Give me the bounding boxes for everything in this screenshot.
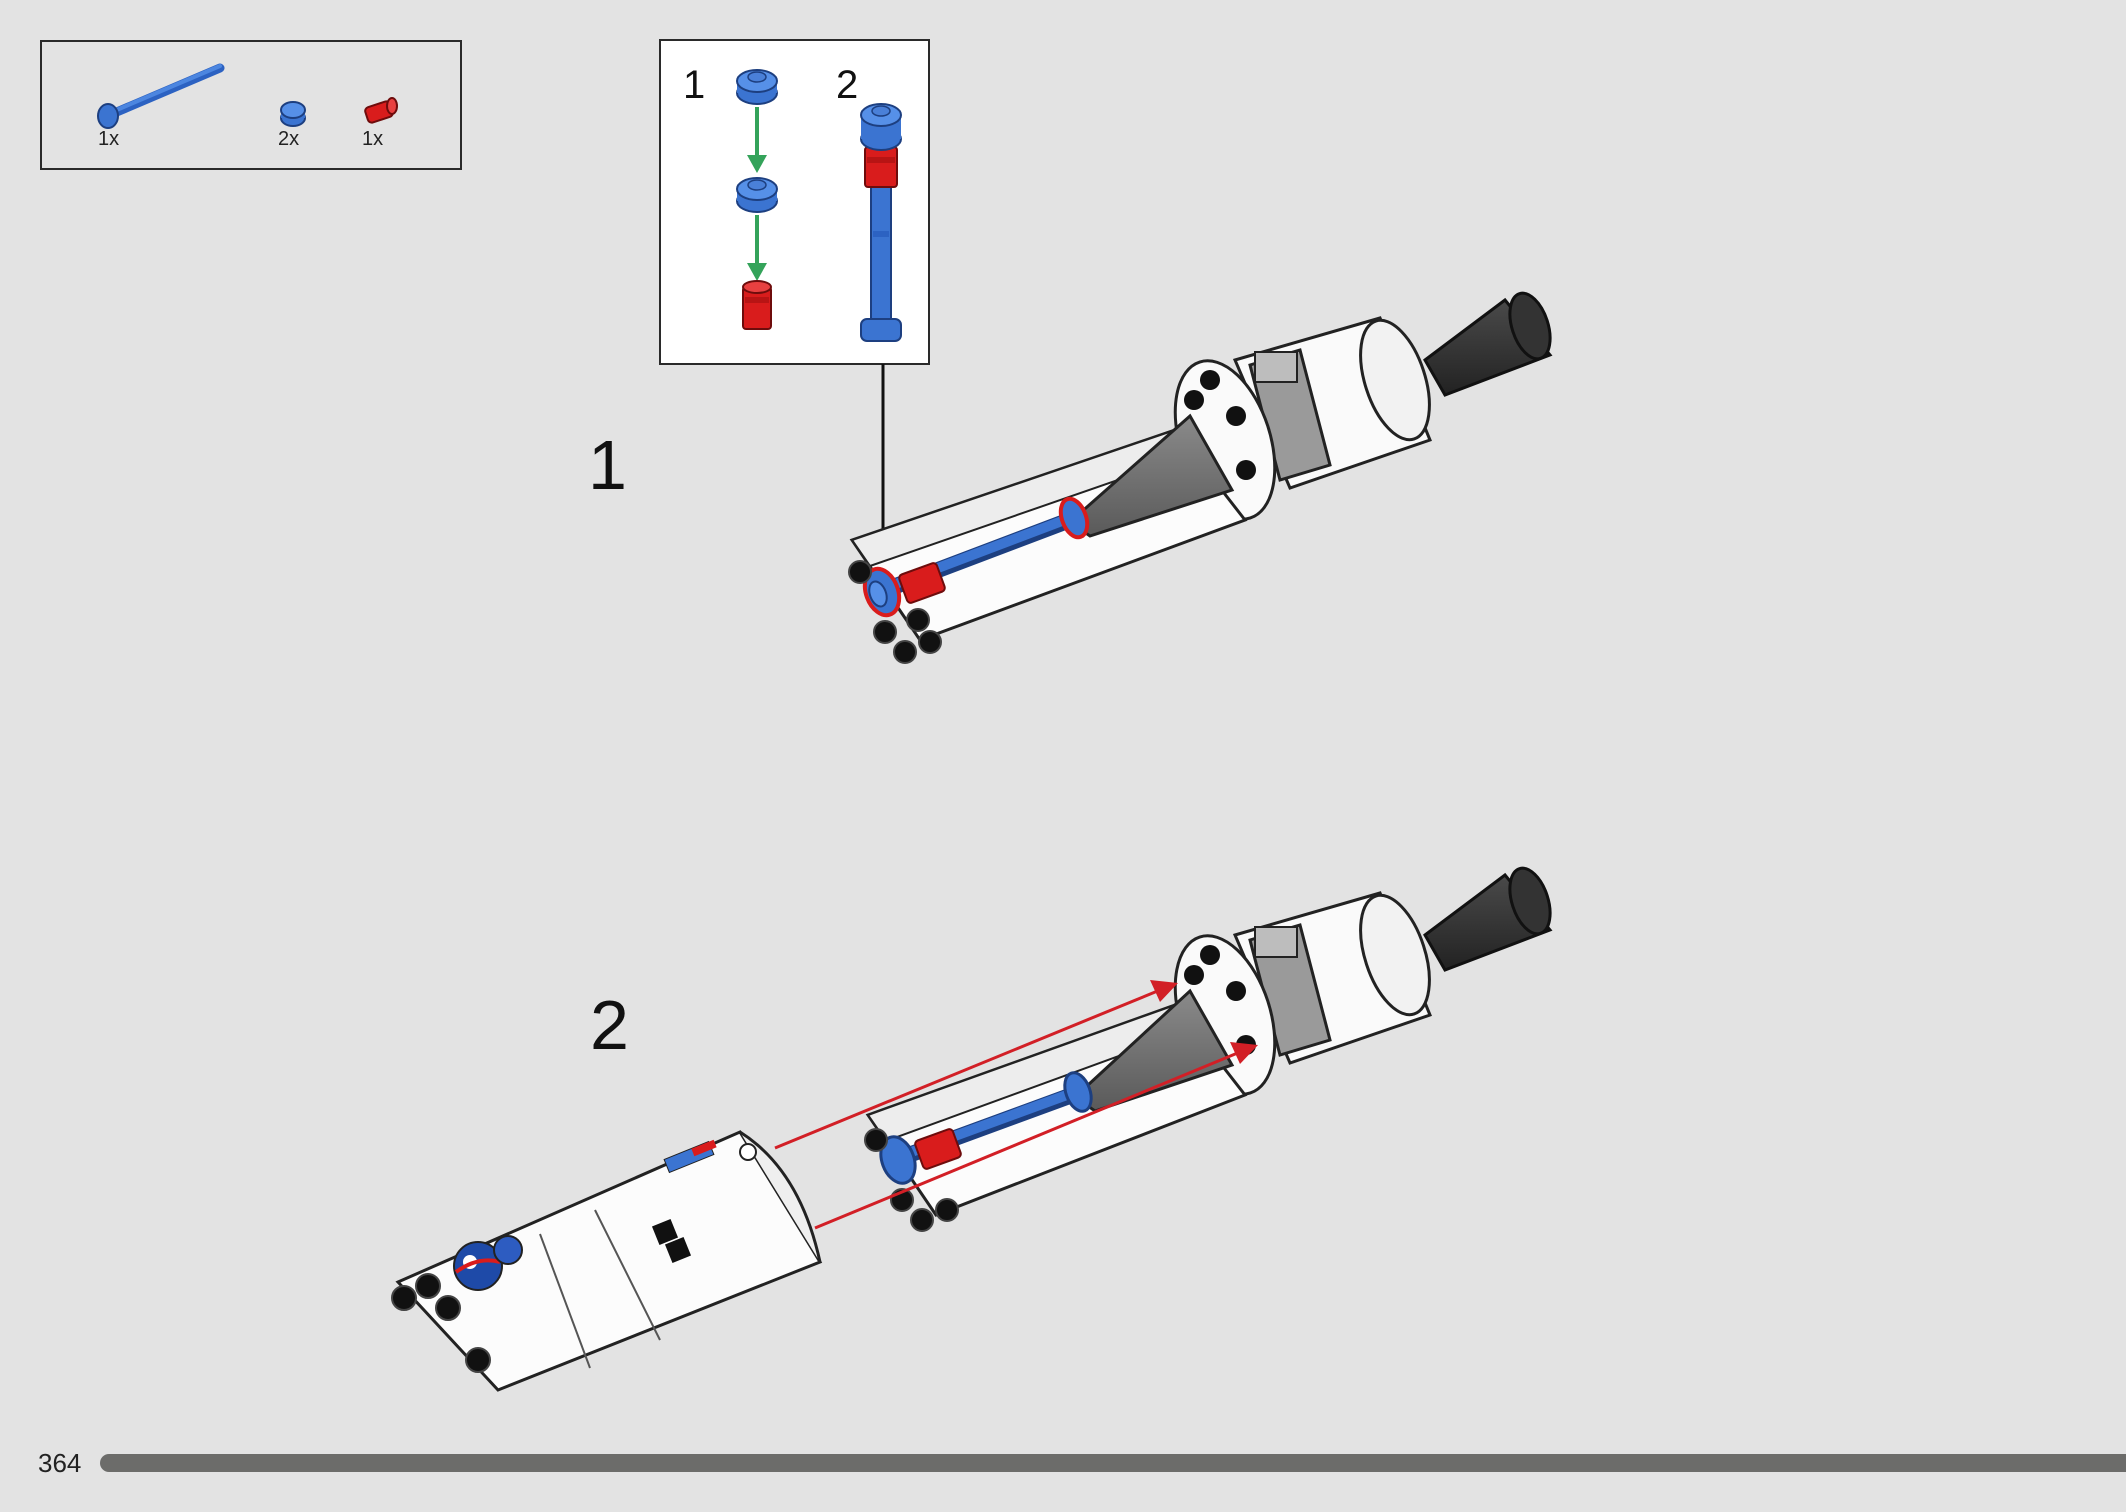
- parts-drawing: [97, 63, 398, 129]
- substep-1-drawing: [736, 69, 778, 330]
- substep-2-drawing: [860, 103, 902, 342]
- blue-round-plate-part: [280, 101, 306, 127]
- step-number-1: 1: [588, 426, 627, 504]
- substep-label-2: 2: [836, 63, 859, 107]
- red-pin-part: [364, 97, 398, 124]
- step-1-model: [848, 291, 1553, 664]
- step-number-2: 2: [590, 986, 629, 1064]
- part-qty-axle: 1x: [98, 128, 120, 150]
- step-2-model: [391, 866, 1553, 1392]
- substep-label-1: 1: [683, 63, 706, 107]
- insertion-arrows: [774, 980, 1258, 1230]
- parts-callout: 1x 2x 1x: [40, 40, 462, 170]
- part-qty-plate: 2x: [278, 128, 300, 150]
- part-qty-pin: 1x: [362, 128, 384, 150]
- white-fairing-cover: [391, 1130, 823, 1392]
- page-number: 364: [38, 1448, 82, 1478]
- subassembly-callout: 1 2: [659, 39, 930, 365]
- blue-axle-part: [97, 63, 225, 129]
- progress-bar: [100, 1454, 2126, 1472]
- subassembly-drawing: [736, 69, 902, 342]
